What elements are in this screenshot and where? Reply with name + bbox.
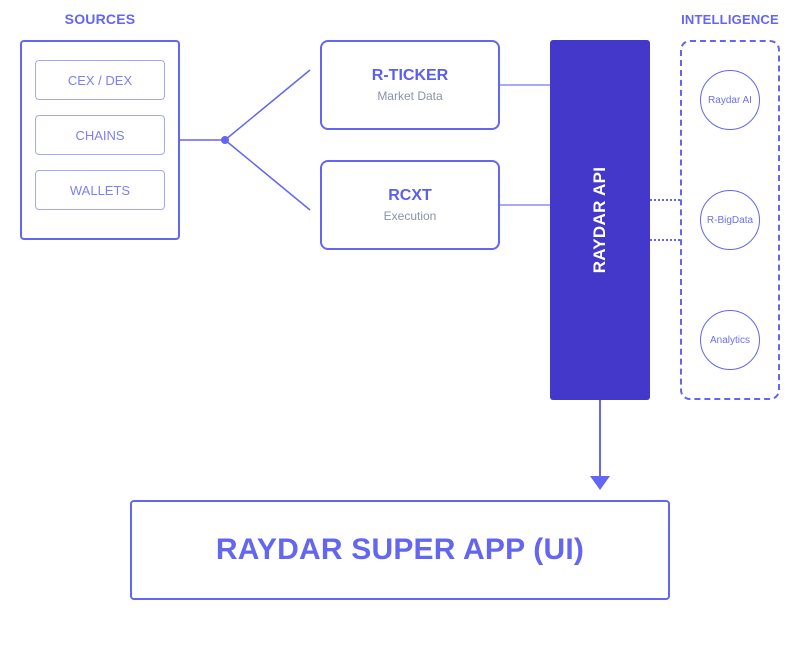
super-app-block[interactable]: RAYDAR SUPER APP (UI): [130, 500, 670, 600]
source-item-cex-dex[interactable]: CEX / DEX: [35, 60, 165, 100]
service-rcxt[interactable]: RCXT Execution: [320, 160, 500, 250]
service-subtitle: Market Data: [377, 89, 443, 103]
super-app-title: RAYDAR SUPER APP (UI): [215, 533, 585, 566]
arrow-down-icon: [590, 476, 610, 490]
intelligence-title: INTELLIGENCE: [681, 12, 779, 27]
api-label: RAYDAR API: [590, 166, 609, 274]
intel-node-analytics[interactable]: Analytics: [700, 310, 760, 370]
service-title: RCXT: [388, 187, 432, 204]
service-r-ticker[interactable]: R-TICKER Market Data: [320, 40, 500, 130]
source-item-chains[interactable]: CHAINS: [35, 115, 165, 155]
sources-title: SOURCES: [64, 11, 136, 27]
source-item-wallets[interactable]: WALLETS: [35, 170, 165, 210]
junction-to-rticker-line: [224, 69, 311, 141]
intel-node-r-bigdata[interactable]: R-BigData: [700, 190, 760, 250]
service-subtitle: Execution: [383, 209, 437, 223]
intelligence-group: [680, 40, 780, 400]
intel-node-raydar-ai[interactable]: Raydar AI: [700, 70, 760, 130]
service-title: R-TICKER: [371, 67, 449, 84]
junction-to-rcxt-line: [224, 139, 311, 211]
raydar-api-block[interactable]: RAYDAR API: [550, 40, 650, 400]
